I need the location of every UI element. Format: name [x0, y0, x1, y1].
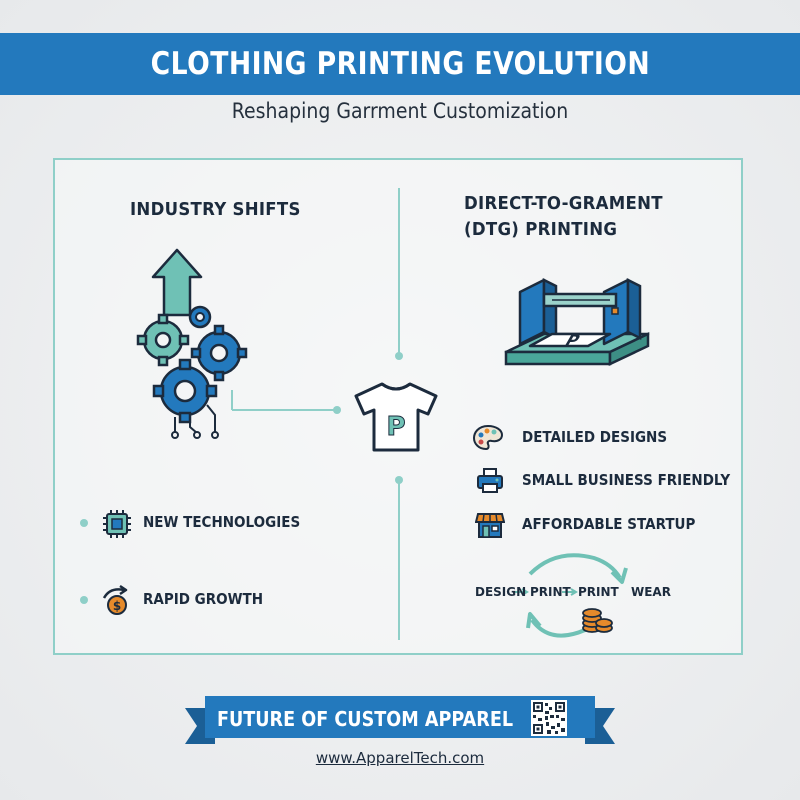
- dollar-growth-icon: $: [102, 584, 128, 615]
- cycle-step-print-1: PRINT: [530, 585, 571, 599]
- page-subtitle: Reshaping Garrment Customization: [231, 99, 569, 123]
- t-shirt-icon: P: [354, 382, 438, 452]
- printer-icon: [477, 468, 503, 493]
- page-title: CLOTHING PRINTING EVOLUTION: [150, 46, 650, 82]
- cycle-step-wear: WEAR: [631, 585, 671, 599]
- svg-text:$: $: [113, 599, 121, 613]
- website-link[interactable]: www.ApparelTech.com: [315, 749, 485, 767]
- palette-icon: [472, 424, 504, 451]
- qr-code-icon[interactable]: [531, 700, 567, 736]
- shirt-print-letter: P: [386, 412, 405, 442]
- dtg-printer-icon: P: [504, 277, 650, 366]
- coin-stack-icon: [582, 608, 613, 633]
- microchip-icon: [103, 510, 131, 538]
- rapid-growth-label: RAPID GROWTH: [143, 590, 264, 608]
- affordable-startup-label: AFFORDABLE STARTUP: [522, 515, 696, 533]
- new-technologies-label: NEW TECHNOLOGIES: [143, 513, 301, 531]
- detailed-designs-label: DETAILED DESIGNS: [522, 428, 668, 446]
- footer-ribbon: [185, 696, 615, 744]
- dtg-heading: DIRECT-TO-GRAMENT (DTG) PRINTING: [464, 193, 663, 240]
- cycle-step-print-2: PRINT: [578, 585, 619, 599]
- cycle-step-design: DESIGN: [475, 585, 527, 599]
- small-business-friendly-label: SMALL BUSINESS FRIENDLY: [522, 471, 731, 489]
- footer-banner-text: FUTURE OF CUSTOM APPAREL: [216, 707, 514, 731]
- storefront-icon: [475, 513, 505, 538]
- gears-with-up-arrow-icon: [136, 248, 248, 439]
- industry-shifts-heading: INDUSTRY SHIFTS: [130, 199, 301, 220]
- title-banner: CLOTHING PRINTING EVOLUTION: [0, 33, 800, 95]
